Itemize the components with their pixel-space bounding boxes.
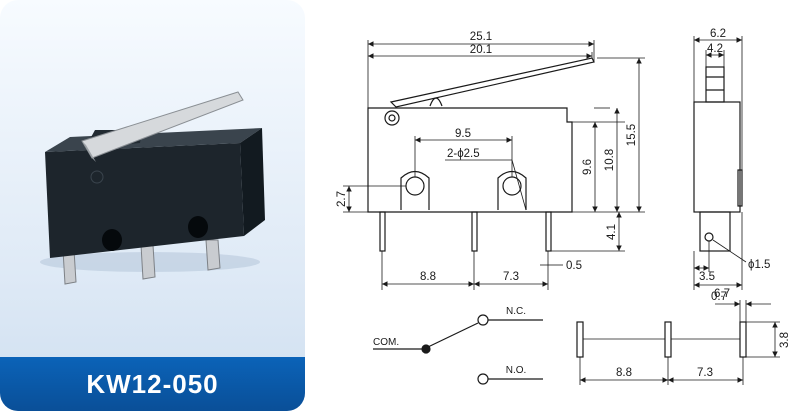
dim-side-terminal-offset: 3.5 — [699, 271, 715, 283]
nc-label: N.C. — [506, 306, 526, 317]
front-view — [367, 57, 595, 252]
terminal-layout — [576, 321, 747, 358]
technical-drawing: 25.1 20.1 9.5 2-ϕ2.5 9.6 10.8 15.5 2.7 4… — [336, 28, 791, 385]
side-dimension-labels: 6.2 4.2 3.5 6.7 ϕ1.5 — [699, 28, 770, 300]
product-photo-panel: KW12-050 — [0, 0, 305, 411]
dim-mounting-holes: 2-ϕ2.5 — [447, 148, 480, 160]
nc-contact — [477, 314, 489, 326]
dim-terminal-length: 4.1 — [606, 224, 618, 240]
layout-terminal-3 — [739, 321, 747, 358]
front-hole-right — [502, 176, 522, 196]
photo-terminals — [62, 239, 221, 285]
dim-body-width: 20.1 — [470, 44, 492, 56]
model-banner: KW12-050 — [0, 357, 305, 411]
front-dimension-labels: 25.1 20.1 9.5 2-ϕ2.5 9.6 10.8 15.5 2.7 4… — [336, 31, 638, 283]
dim-pitch-right: 7.3 — [503, 271, 519, 283]
no-contact — [477, 373, 489, 385]
side-terminal — [699, 211, 731, 252]
dim-side-width: 6.2 — [710, 28, 726, 40]
switch-blade — [427, 322, 479, 348]
layout-terminal-1 — [576, 321, 584, 358]
dim-body-height: 9.6 — [582, 159, 594, 175]
front-terminal-2 — [471, 211, 478, 252]
dim-layout-pitch-right: 7.3 — [697, 367, 713, 379]
dim-layout-pitch-left: 8.8 — [616, 367, 632, 379]
dim-hole-center: 2.7 — [336, 191, 348, 207]
dim-terminal-height: 3.8 — [779, 332, 791, 348]
dim-terminal-thickness: 0.7 — [711, 291, 727, 303]
side-body — [693, 101, 741, 213]
dim-height-lever: 10.8 — [604, 149, 616, 171]
dim-plunger-width: 4.2 — [707, 43, 723, 55]
side-view — [693, 66, 743, 252]
side-terminal-hole — [704, 232, 714, 242]
dim-terminal-offset: 0.5 — [566, 260, 582, 272]
dim-overall-width: 25.1 — [470, 31, 492, 43]
dim-pitch-left: 8.8 — [420, 271, 436, 283]
side-plunger — [705, 66, 725, 103]
photo-hole-right — [188, 216, 208, 238]
front-hole-left — [405, 176, 425, 196]
front-lever — [389, 57, 595, 108]
com-label: COM. — [373, 337, 399, 348]
switch-photo — [40, 91, 265, 285]
dim-hole-pitch: 9.5 — [455, 128, 471, 140]
front-terminal-3 — [545, 211, 552, 252]
photo-hole-left — [102, 229, 122, 251]
front-terminal-1 — [379, 211, 386, 252]
no-label: N.O. — [506, 365, 527, 376]
dim-height-top: 15.5 — [626, 124, 638, 146]
switch-schematic — [373, 314, 543, 385]
layout-dimension-labels: 8.8 7.3 0.7 3.8 — [616, 291, 791, 379]
dim-side-body-width: 6.7 — [714, 288, 730, 300]
dim-terminal-hole: ϕ1.5 — [748, 259, 770, 271]
layout-terminal-2 — [664, 321, 672, 358]
